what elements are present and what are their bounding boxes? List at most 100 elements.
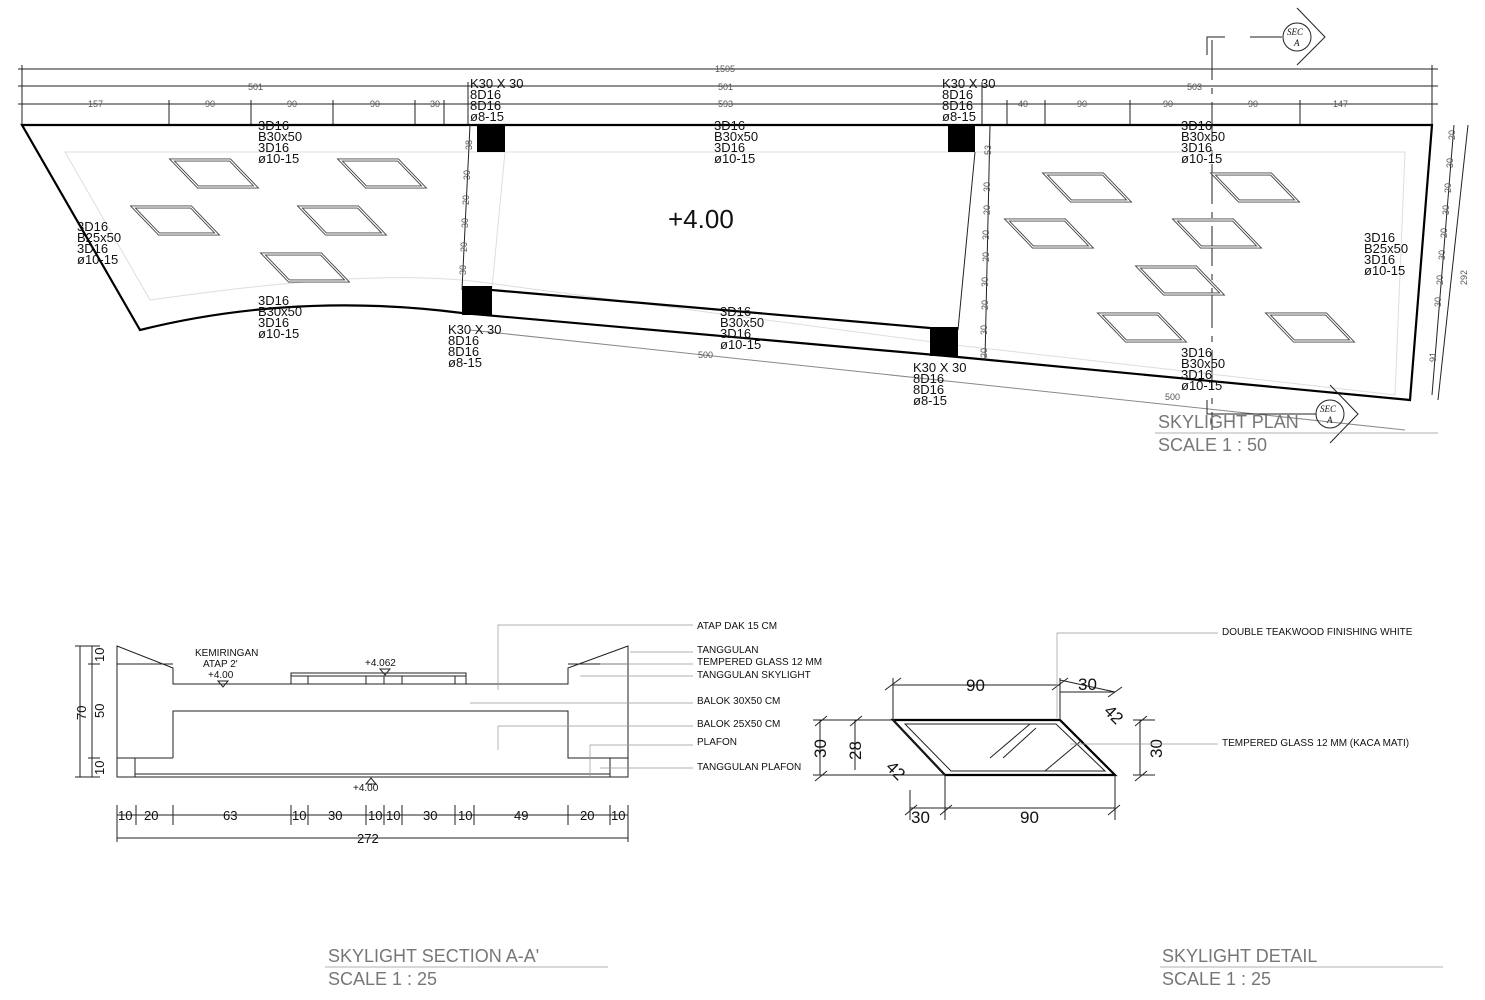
beam-edge [491,288,931,330]
dim: 10 [292,808,306,823]
plan-segment-dim: 501 [248,82,263,92]
detail-frame-inner [903,723,1107,772]
label-line: 8D16 [913,382,944,397]
dim: 20 [459,242,469,252]
label-line: 3D16 [77,241,108,256]
label-line: B30x50 [1181,129,1225,144]
column [477,125,505,152]
label-line: 8D16 [448,344,479,359]
dim: 28 [846,741,865,760]
plan-scale: SCALE 1 : 50 [1158,435,1267,455]
dim: 30 [1441,205,1451,215]
label-line: 3D16 [714,118,745,133]
dim: 49 [514,808,528,823]
dim: 30 [1147,739,1166,758]
label-line: 3D16 [714,140,745,155]
callout: TANGGULAN SKYLIGHT [697,670,811,681]
dim: 20 [1435,275,1445,285]
column [462,286,492,315]
marker-text: A [1326,415,1333,425]
dim: 30 [423,808,437,823]
dim: 90 [966,676,985,695]
label-line: B30x50 [714,129,758,144]
beam-label: 3D16 B30x50 3D16 ø10-15 [720,304,764,352]
dim: 20 [1447,130,1457,140]
callout: TANGGULAN PLAFON [697,762,801,773]
dim: 10 [458,808,472,823]
dim: 30 [811,739,830,758]
column-label: K30 X 30 8D16 8D16 ø8-15 [913,360,967,408]
beam-label: 3D16 B30x50 3D16 ø10-15 [258,293,302,341]
dim-total: 272 [357,831,379,846]
dim: 50 [92,704,107,718]
dim: 90 [1163,99,1173,109]
callout: BALOK 30X50 CM [697,696,780,707]
label-line: ø10-15 [258,151,299,166]
skylight-section: KEMIRINGAN ATAP 2' +4.00 +4.062 +4.00 70… [74,621,822,989]
dim: 292 [1459,270,1469,285]
label-line: K30 X 30 [470,76,524,91]
left-vertical-dims: 38 30 20 30 20 30 [458,124,474,291]
detail-frame-outer [890,718,1118,777]
dim: 30 [981,230,991,240]
slope-note: ATAP 2' [203,659,238,670]
dim: 20 [144,808,158,823]
plan-top-dims: 157 90 90 90 30 593 40 90 90 90 147 [88,99,1348,109]
elevation: +4.00 [353,783,379,794]
callout: TANGGULAN [697,645,759,656]
dim: 90 [1020,808,1039,827]
label-line: 3D16 [258,140,289,155]
dim: 593 [718,99,733,109]
label-line: 3D16 [720,304,751,319]
beam-label: 3D16 B30x50 3D16 ø10-15 [714,118,758,166]
dim: 90 [1248,99,1258,109]
plan-bottom-dim: 500 [698,350,713,360]
label-line: K30 X 30 [942,76,996,91]
beam-label: 3D16 B25x50 3D16 ø10-15 [1364,230,1408,278]
label-line: ø10-15 [1181,378,1222,393]
callout: BALOK 25X50 CM [697,719,780,730]
dim: 91 [1428,352,1438,362]
dim: 30 [430,99,440,109]
plan-dimension-lines [18,40,1469,431]
label-line: ø10-15 [77,252,118,267]
dim: 42 [1100,701,1127,728]
skylight-openings [129,158,1356,343]
plan-total-dim: 1505 [715,64,735,74]
skylight-frame [290,672,467,684]
label-line: ø8-15 [470,109,504,124]
skylight-plan: 1505 501 501 503 157 90 90 90 30 593 40 … [18,7,1469,455]
dim: 20 [979,348,989,358]
dim: 63 [223,808,237,823]
callout: TEMPERED GLASS 12 MM [697,657,822,668]
dim: 30 [980,277,990,287]
dim: 38 [464,140,474,150]
dim: 30 [460,218,470,228]
callout: PLAFON [697,737,737,748]
label-line: ø10-15 [714,151,755,166]
elevation: +4.00 [208,670,234,681]
dim: 30 [328,808,342,823]
section-title: SKYLIGHT SECTION A-A' [328,946,539,966]
label-line: 3D16 [258,118,289,133]
label-line: ø8-15 [942,109,976,124]
label-line: ø10-15 [1181,151,1222,166]
dim: 90 [287,99,297,109]
beam-label: 3D16 B30x50 3D16 ø10-15 [258,118,302,166]
beam-label: 3D16 B25x50 3D16 ø10-15 [77,219,121,267]
label-line: 3D16 [258,293,289,308]
label-line: 3D16 [1181,367,1212,382]
dim: 30 [1445,158,1455,168]
beam-cavity [117,710,628,759]
right-vertical-dims: 20 30 20 30 20 30 20 30 292 91 [1428,130,1469,362]
plan-title: SKYLIGHT PLAN [1158,412,1299,432]
label-line: ø8-15 [448,355,482,370]
dim: 10 [118,808,132,823]
section-horizontal-dims: 10 20 63 10 30 10 10 30 10 49 20 10 272 [118,808,625,846]
label-line: B25x50 [1364,241,1408,256]
label-line: 8D16 [942,87,973,102]
callout: ATAP DAK 15 CM [697,621,777,632]
dim: 20 [1443,183,1453,193]
dim: 30 [982,182,992,192]
